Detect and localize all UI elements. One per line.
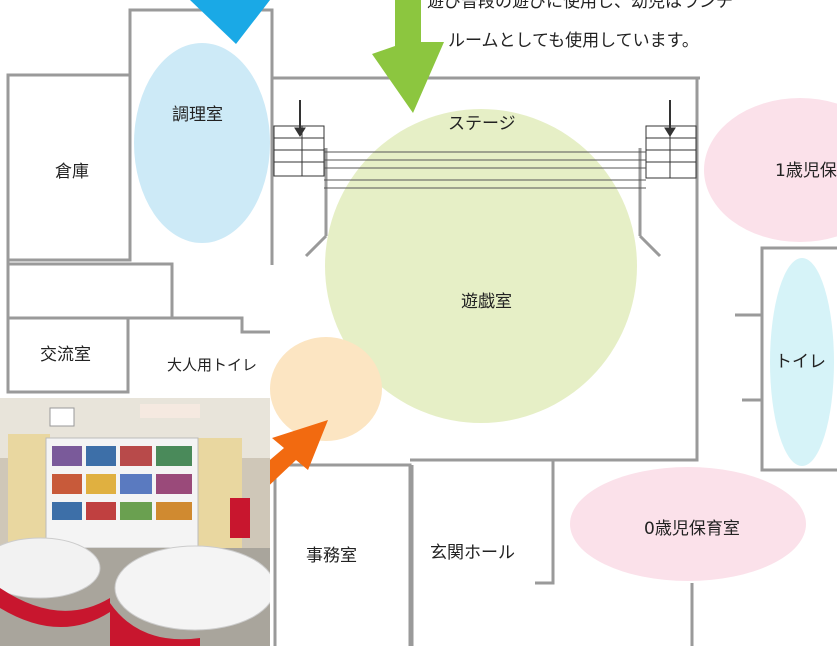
note-line-2: ルームとしても使用しています。 [448,31,699,51]
room-label-playroom: 遊戯室 [461,292,512,312]
note-line-1: 遊び普段の遊びに使用し、幼児はランチ [427,0,733,12]
room-label-stage: ステージ [448,114,516,134]
room-label-adult-toilet: 大人用トイレ [167,356,258,374]
stage-edge [324,151,646,189]
room-label-infant1: 1歳児保 [775,161,837,181]
green-arrow [372,0,444,113]
reading-corner-photo [0,398,270,646]
infant1-highlight [704,98,837,242]
stairs-right [645,100,697,179]
reading-corner-highlight [270,337,382,441]
kitchen-highlight [134,43,270,243]
infant0-highlight [570,467,806,581]
room-label-exchange: 交流室 [40,345,91,365]
blue-arrow [190,0,270,44]
toilet-highlight [770,258,834,466]
stairs-left [273,100,325,177]
room-label-storage: 倉庫 [55,162,89,182]
room-label-kitchen: 調理室 [172,105,223,125]
room-label-entrance: 玄関ホール [430,543,515,563]
walls [6,8,837,646]
room-label-infant0: 0歳児保育室 [644,519,740,539]
room-label-office: 事務室 [306,546,357,566]
room-label-toilet: トイレ [775,352,826,372]
